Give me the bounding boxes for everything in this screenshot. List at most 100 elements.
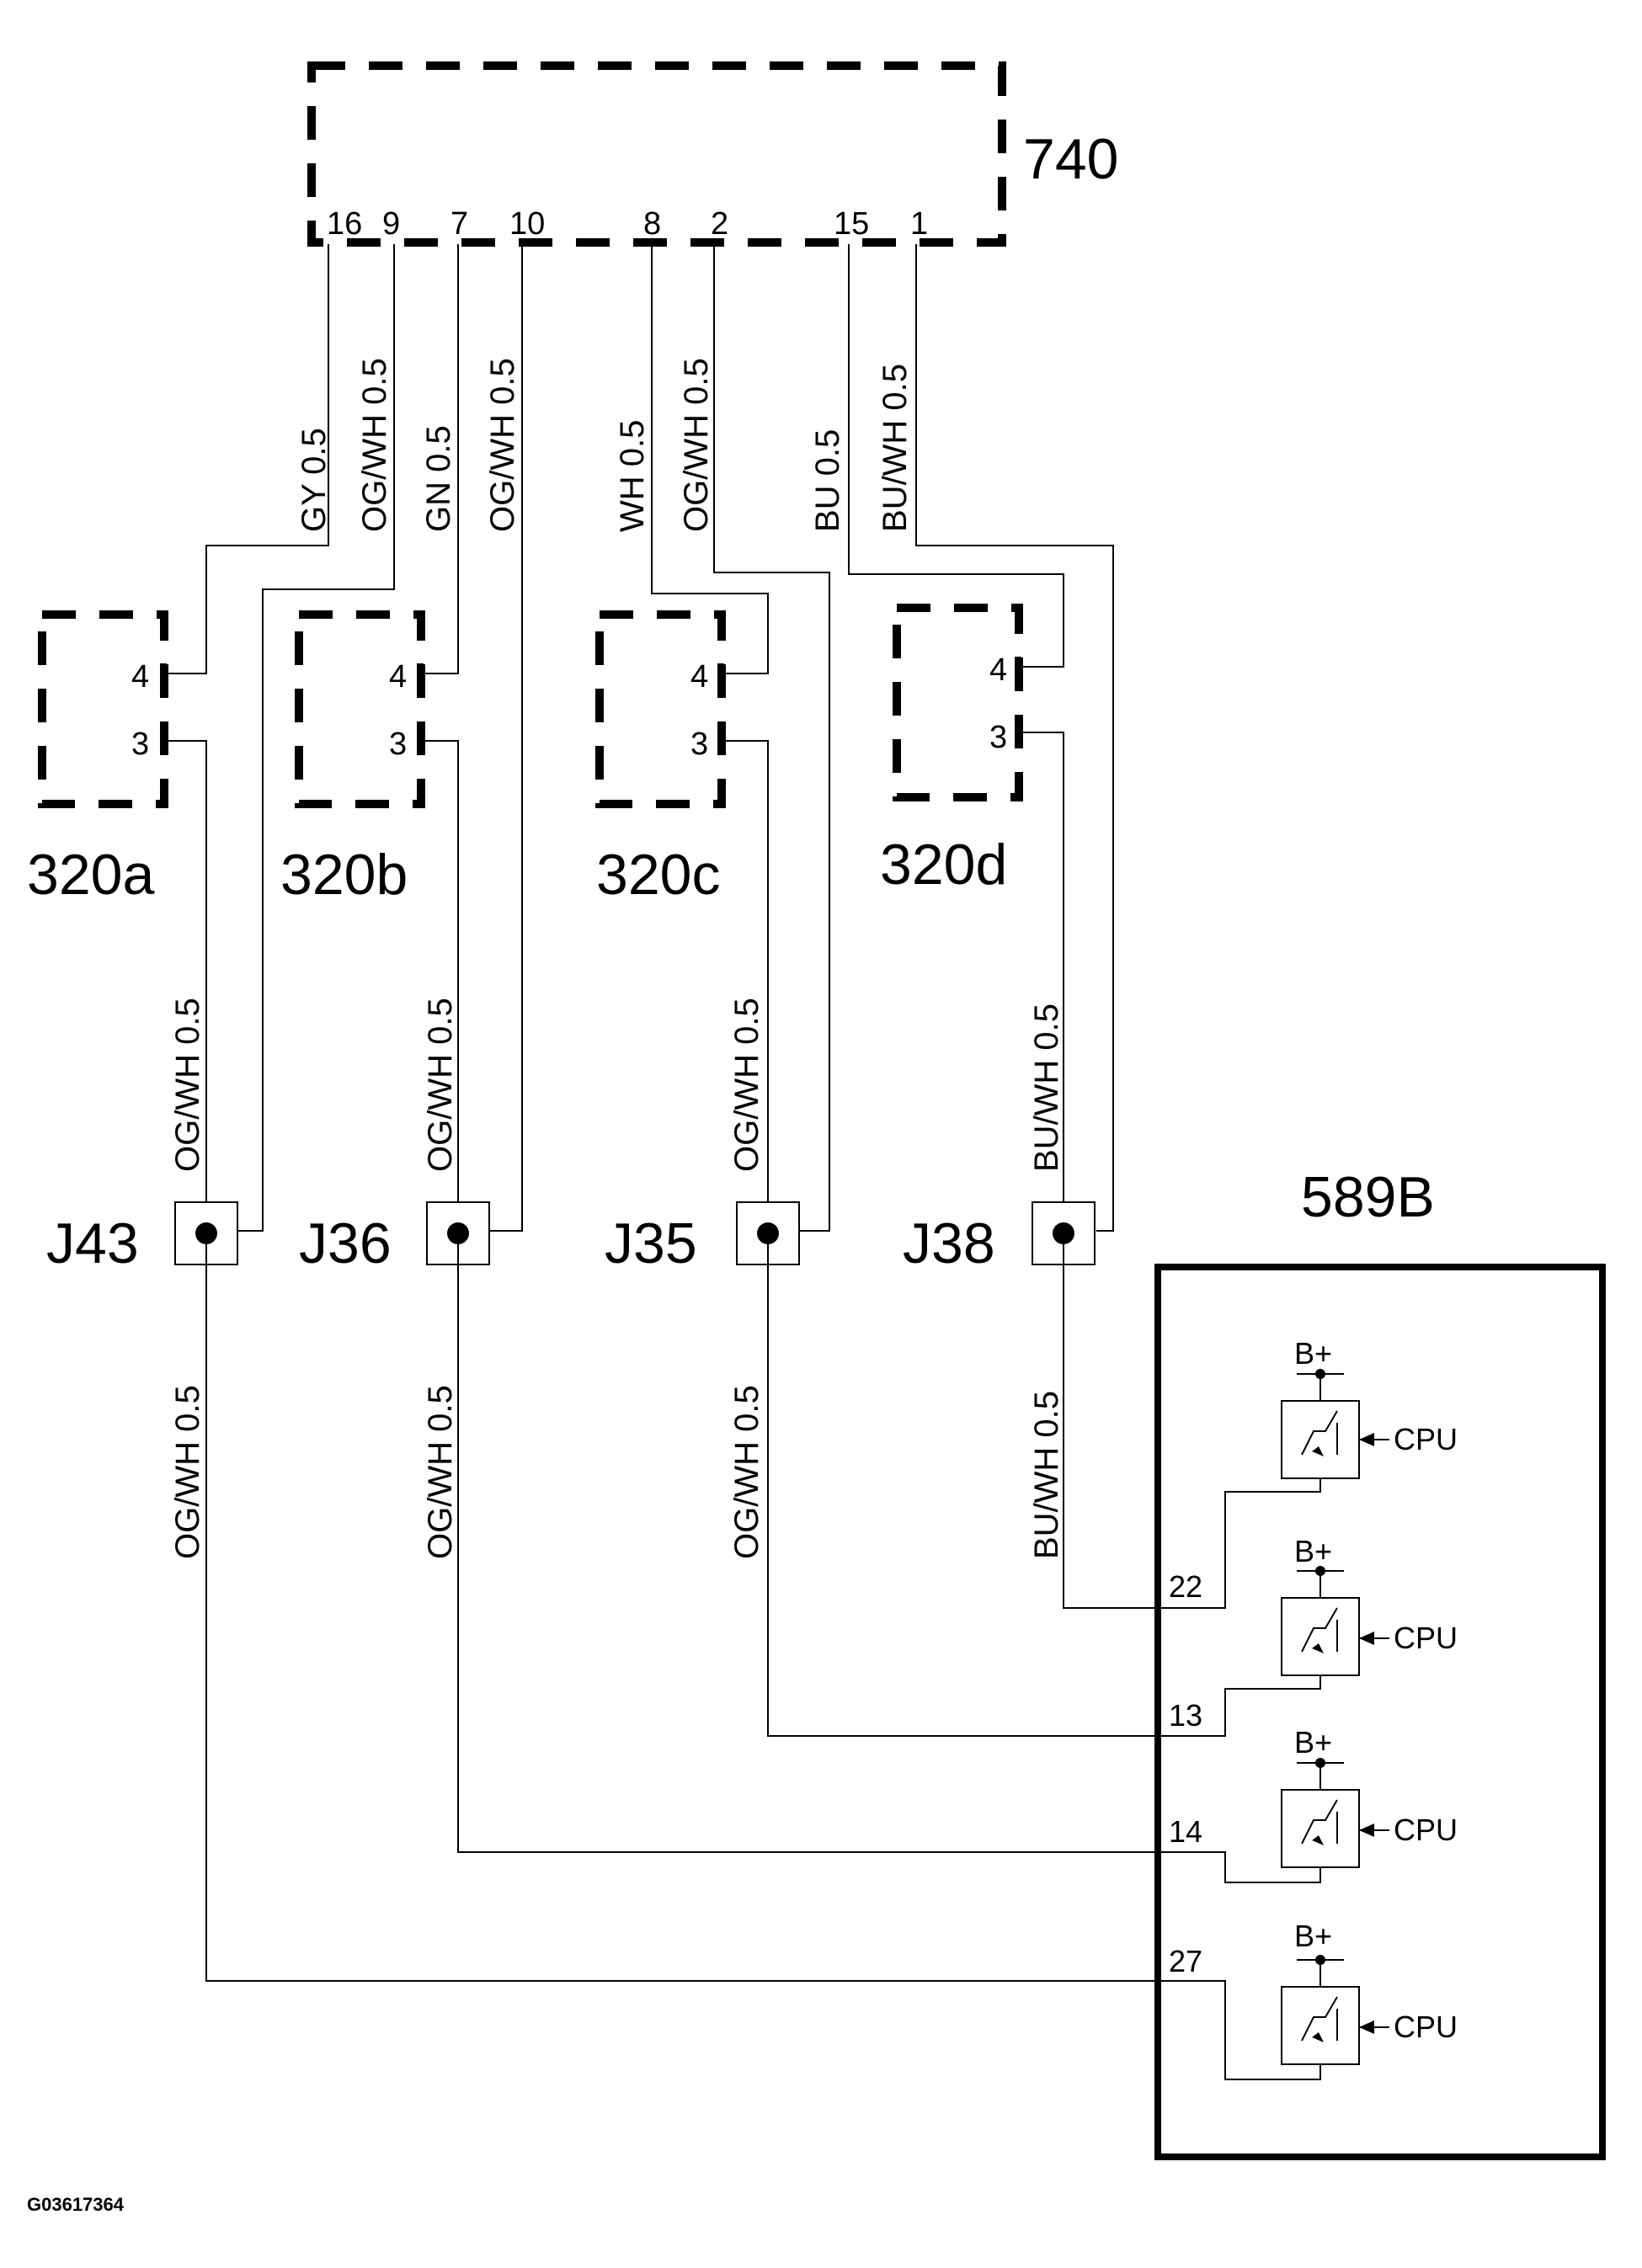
driver-1: B+ CPU 22 [1158, 1336, 1458, 1609]
component-320c-label: 320c [596, 843, 720, 907]
wire-label-j35-lower: OG/WH 0.5 [728, 1385, 765, 1559]
splice-j35: J35 [605, 1201, 800, 1275]
wire-label-pin15: BU 0.5 [809, 429, 846, 532]
wire-320b-pin3 [425, 740, 459, 1233]
component-320b: 4 3 320b [280, 610, 425, 907]
module-589b-label: 589B [1301, 1165, 1435, 1229]
splice-j38: J38 [903, 1201, 1096, 1275]
splice-j43-dot [195, 1222, 217, 1244]
splice-j36: J36 [299, 1201, 490, 1275]
splice-j36-dot [447, 1222, 469, 1244]
driver-4-box [1281, 1986, 1360, 2065]
component-320a-label: 320a [27, 843, 154, 907]
component-320c-pin-3: 3 [690, 727, 708, 762]
component-320d-pin-3: 3 [989, 720, 1007, 755]
wire-label-pin1: BU/WH 0.5 [877, 364, 914, 532]
component-320c-outline [595, 610, 726, 808]
driver-4-pin: 27 [1169, 1944, 1202, 1978]
wire-j35-to-pin13 [767, 1244, 1225, 1737]
component-320d-label: 320d [880, 833, 1007, 897]
component-320c: 4 3 320c [595, 610, 726, 907]
wire-j36-to-pin14 [457, 1244, 1158, 1853]
diagram-code: G03617364 [27, 2194, 125, 2215]
wire-label-j43-lower: OG/WH 0.5 [169, 1385, 206, 1559]
module-740-outline [307, 61, 1006, 247]
component-320c-pin-4: 4 [690, 659, 708, 695]
wire-320d-pin3 [1021, 732, 1064, 1233]
module-589b-outline [1154, 1264, 1606, 2160]
component-320d-pin-4: 4 [989, 652, 1007, 688]
wires-upper [168, 244, 1114, 1233]
wire-label-pin16: GY 0.5 [296, 428, 333, 532]
driver-3-box [1281, 1789, 1360, 1868]
component-320b-pin-4: 4 [389, 659, 407, 695]
driver-1-pin: 22 [1169, 1569, 1202, 1604]
driver-3-supply: B+ [1294, 1725, 1332, 1760]
driver-2-pin: 13 [1169, 1698, 1202, 1733]
driver-2-box [1281, 1597, 1360, 1676]
driver-2: B+ CPU 13 [1158, 1534, 1458, 1737]
wire-ogwh-pin9 [237, 244, 395, 1232]
wire-label-j35-upper: OG/WH 0.5 [728, 998, 765, 1172]
wire-label-pin8: WH 0.5 [614, 420, 651, 532]
wire-label-pin9: OG/WH 0.5 [356, 358, 393, 532]
wire-label-pin2: OG/WH 0.5 [678, 358, 715, 532]
splice-j38-label: J38 [903, 1211, 995, 1275]
driver-4-supply: B+ [1294, 1919, 1332, 1953]
splice-j36-label: J36 [299, 1211, 392, 1275]
wire-label-pin10: OG/WH 0.5 [484, 358, 521, 532]
wire-label-j36-lower: OG/WH 0.5 [422, 1385, 459, 1559]
pin-10: 10 [509, 206, 545, 242]
wire-labels-middle: OG/WH 0.5 OG/WH 0.5 OG/WH 0.5 BU/WH 0.5 [169, 998, 1065, 1172]
driver-4-input: CPU [1394, 2010, 1458, 2044]
splice-j35-dot [757, 1222, 779, 1244]
wires-lower [205, 1244, 1225, 1982]
component-320b-pin-3: 3 [389, 727, 407, 762]
component-320a-pin-3: 3 [131, 727, 149, 762]
driver-4: B+ CPU 27 [1158, 1919, 1458, 2080]
wire-label-j38-upper: BU/WH 0.5 [1028, 1004, 1065, 1172]
component-320b-label: 320b [280, 843, 408, 907]
wire-ogwh-pin10 [490, 244, 523, 1232]
wire-labels-top: GY 0.5 OG/WH 0.5 GN 0.5 OG/WH 0.5 WH 0.5… [296, 358, 914, 532]
pin-7: 7 [450, 206, 468, 242]
component-320b-outline [295, 610, 425, 808]
pin-9: 9 [382, 206, 400, 242]
driver-3-pin: 14 [1169, 1814, 1202, 1849]
splice-j35-label: J35 [605, 1211, 697, 1275]
component-320a-outline [38, 610, 168, 808]
driver-3: B+ CPU 14 [1158, 1725, 1458, 1883]
wire-ogwh-pin2 [713, 244, 830, 1232]
wire-bu [848, 244, 1064, 668]
splice-j43-label: J43 [46, 1211, 139, 1275]
wire-buwh-pin1 [915, 244, 1114, 1232]
wire-label-j36-upper: OG/WH 0.5 [422, 998, 459, 1172]
splice-j38-dot [1053, 1222, 1074, 1244]
wire-labels-lower: OG/WH 0.5 OG/WH 0.5 OG/WH 0.5 BU/WH 0.5 [169, 1385, 1065, 1559]
pin-8: 8 [643, 206, 661, 242]
wire-j38-to-pin22 [1063, 1244, 1225, 1609]
module-740-label: 740 [1023, 127, 1118, 191]
wire-label-j38-lower: BU/WH 0.5 [1028, 1391, 1065, 1559]
wire-gy [168, 244, 329, 674]
module-589b: 589B B+ CPU 22 B+ [1154, 1165, 1606, 2160]
wire-wh [651, 244, 769, 674]
module-740: 740 16 9 7 10 8 2 15 1 [307, 61, 1118, 247]
pin-1: 1 [910, 206, 928, 242]
driver-3-input: CPU [1394, 1813, 1458, 1847]
component-320d: 4 3 320d [880, 604, 1023, 897]
wire-320c-pin3 [726, 740, 769, 1233]
driver-1-supply: B+ [1294, 1336, 1332, 1371]
wire-label-j43-upper: OG/WH 0.5 [169, 998, 206, 1172]
splice-j43: J43 [46, 1201, 238, 1275]
driver-2-input: CPU [1394, 1621, 1458, 1655]
pin-16: 16 [327, 206, 362, 242]
component-320d-outline [893, 604, 1023, 801]
driver-2-supply: B+ [1294, 1534, 1332, 1568]
wire-320a-pin3 [168, 740, 207, 1233]
pin-15: 15 [834, 206, 869, 242]
wire-label-pin7: GN 0.5 [420, 425, 457, 532]
driver-1-box [1281, 1400, 1360, 1479]
pin-2: 2 [711, 206, 728, 242]
